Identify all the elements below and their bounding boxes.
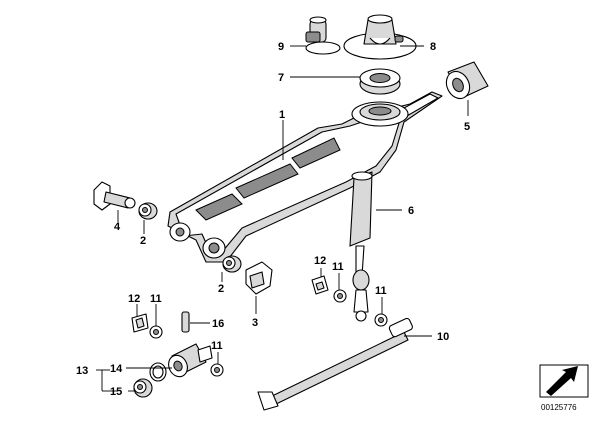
- callout-11-d: 11: [211, 340, 223, 352]
- reference-number: 00125776: [541, 403, 577, 412]
- part-11-washer-a: [333, 289, 347, 303]
- part-8-boot: [343, 14, 417, 60]
- callout-16: 16: [212, 318, 224, 330]
- callout-9: 9: [278, 41, 284, 53]
- callout-11-b: 11: [375, 285, 387, 297]
- callout-4: 4: [114, 221, 121, 233]
- callout-2-upper: 2: [140, 235, 146, 247]
- callout-3: 3: [252, 317, 258, 329]
- callout-15: 15: [110, 386, 122, 398]
- callout-6: 6: [408, 205, 414, 217]
- part-16-pin: [181, 311, 190, 333]
- part-10-selector-rod: [257, 317, 413, 411]
- reference-box: 00125776: [539, 364, 589, 412]
- part-14-joint: [168, 343, 213, 378]
- part-13-o-ring: [149, 362, 167, 382]
- callout-8: 8: [430, 41, 436, 53]
- callout-13: 13: [76, 365, 88, 377]
- part-11-washer-c: [149, 325, 163, 339]
- direction-arrow-icon: [546, 366, 578, 396]
- callout-7: 7: [278, 72, 284, 84]
- part-5-bushing: [445, 61, 489, 100]
- leader-lines: [96, 45, 469, 392]
- part-3-clip-bracket: [245, 261, 273, 295]
- callout-5: 5: [464, 121, 470, 133]
- part-2-grommet-upper: [138, 202, 158, 220]
- callout-11-a: 11: [332, 261, 344, 273]
- part-4-bracket: [93, 181, 136, 211]
- part-1-shift-housing: [167, 91, 443, 263]
- part-11-washer-b: [374, 313, 388, 327]
- part-11-washer-d: [210, 363, 224, 377]
- callout-14: 14: [110, 363, 123, 375]
- part-12-clip-right: [311, 275, 329, 295]
- callout-12-right: 12: [314, 255, 326, 267]
- callout-1: 1: [279, 109, 285, 121]
- part-7-bearing: [359, 68, 401, 95]
- callout-2-lower: 2: [218, 283, 224, 295]
- callout-11-c: 11: [150, 293, 162, 305]
- part-15-bushing: [133, 378, 153, 398]
- part-9-clip: [305, 16, 341, 55]
- callout-10: 10: [437, 331, 449, 343]
- part-12-clip-left: [131, 313, 149, 333]
- part-2-grommet-lower: [222, 255, 242, 273]
- callout-12-left: 12: [128, 293, 140, 305]
- part-6-shift-rod: [349, 171, 373, 322]
